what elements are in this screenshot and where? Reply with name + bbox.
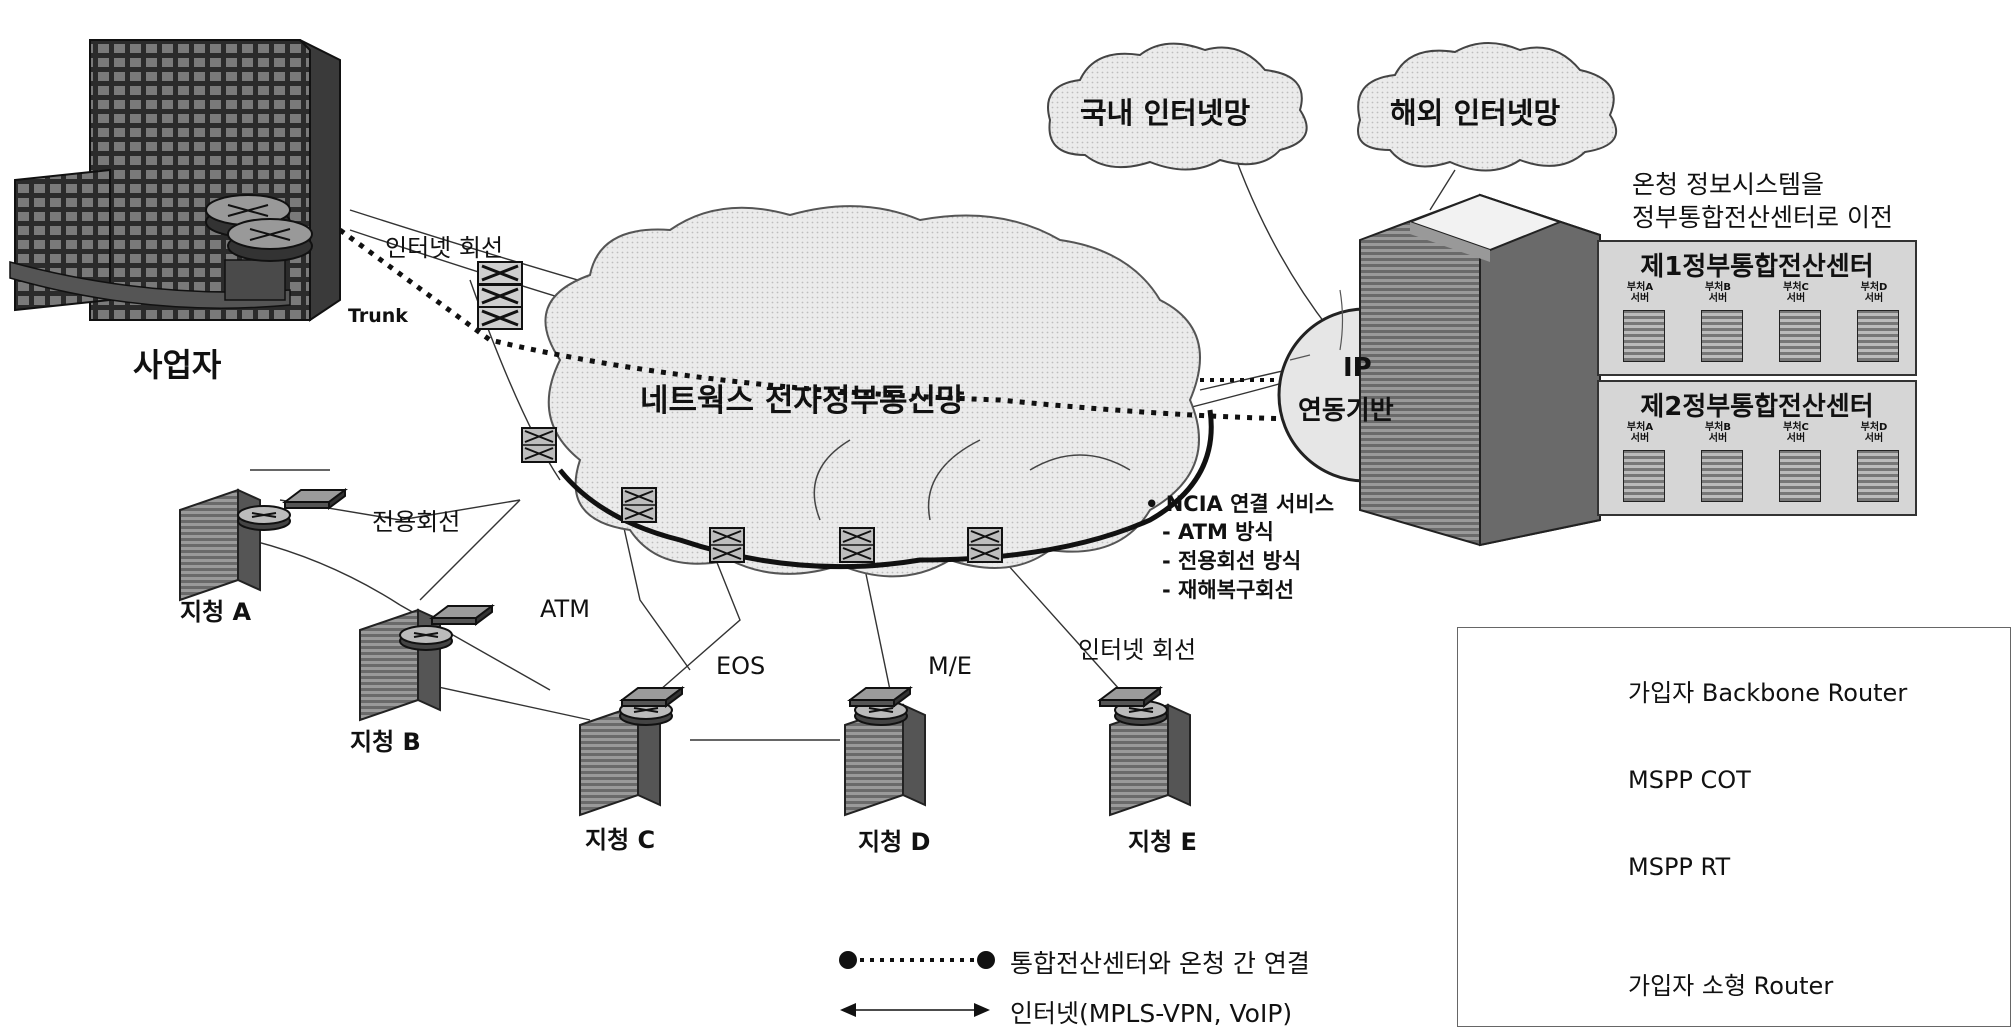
branch-building-c xyxy=(579,687,683,816)
legend-backbone-router-label: 가입자 Backbone Router xyxy=(1628,679,1908,707)
ncia-service-item: - ATM 방식 xyxy=(1162,520,1274,544)
branch-building-d xyxy=(844,687,926,816)
dotted-line-legend-icon xyxy=(839,951,995,969)
mspp-rt-icon xyxy=(967,527,1003,563)
atm-label: ATM xyxy=(540,595,590,623)
server-dept-label: 부처A xyxy=(1626,282,1654,293)
branch-a-label: 지청 A xyxy=(180,598,252,626)
server-label: 서버 xyxy=(1630,293,1650,304)
ip-label: IP xyxy=(1343,353,1372,383)
provider-building xyxy=(9,39,341,322)
server-dept-label: 부처B xyxy=(1704,422,1732,433)
branch-c-label: 지청 C xyxy=(585,826,656,854)
server-label: 서버 xyxy=(1708,433,1728,444)
trunk-label: Trunk xyxy=(348,305,408,327)
legend-small-router-label: 가입자 소형 Router xyxy=(1628,972,1834,1000)
datacenter-2-title: 제2정부통합전산센터 xyxy=(1640,392,1874,422)
mspp-rt-icon xyxy=(521,427,557,463)
device-legend: 가입자 Backbone Router MSPP COT MSPP RT 가입자… xyxy=(1457,627,2011,1027)
server-dept-label: 부처C xyxy=(1783,422,1809,433)
ncia-service-item: - 재해복구회선 xyxy=(1162,578,1294,602)
internet-line-label-bottom: 인터넷 회선 xyxy=(1078,636,1197,664)
migration-note-line2: 정부통합전산센터로 이전 xyxy=(1632,203,1893,232)
me-label: M/E xyxy=(928,652,972,680)
government-network-cloud xyxy=(544,205,1214,578)
mspp-cot-icon xyxy=(476,283,524,331)
server-label: 서버 xyxy=(1630,433,1650,444)
server-dept-label: 부처D xyxy=(1860,422,1888,433)
arrow-line-legend-icon xyxy=(840,1003,990,1017)
ncia-service-title: • NCIA 연결 서비스 xyxy=(1145,492,1335,516)
ip-interconnect-label: 연동기반 xyxy=(1298,396,1394,426)
arrow-line-legend-label: 인터넷(MPLS-VPN, VoIP) xyxy=(1010,999,1293,1028)
network-cloud-label: 네트웍스 전자정부통신망 xyxy=(640,383,965,419)
branch-building-b xyxy=(359,605,493,721)
branch-d-label: 지청 D xyxy=(858,828,931,856)
mspp-rt-icon xyxy=(709,527,745,563)
internet-line-label: 인터넷 회선 xyxy=(385,234,504,262)
datacenter-1-title: 제1정부통합전산센터 xyxy=(1640,252,1874,282)
server-label: 서버 xyxy=(1864,293,1884,304)
server-dept-label: 부처B xyxy=(1704,282,1732,293)
dotted-line-legend-label: 통합전산센터와 온청 간 연결 xyxy=(1010,949,1310,978)
center-link-dotted-line xyxy=(338,227,1371,423)
overseas-internet-cloud xyxy=(1357,41,1618,172)
eos-label: EOS xyxy=(716,652,766,680)
ncia-service-item: - 전용회선 방식 xyxy=(1162,549,1302,573)
data-center-building xyxy=(1359,193,1601,547)
legend-mspp-rt-label: MSPP RT xyxy=(1628,853,1731,881)
provider-label: 사업자 xyxy=(133,346,222,384)
mspp-rt-icon xyxy=(621,487,657,523)
server-dept-label: 부처A xyxy=(1626,422,1654,433)
server-dept-label: 부처D xyxy=(1860,282,1888,293)
dedicated-line-label: 전용회선 xyxy=(372,508,461,536)
overseas-internet-label: 해외 인터넷망 xyxy=(1390,96,1561,130)
mspp-rt-icon xyxy=(839,527,875,563)
branch-b-label: 지청 B xyxy=(350,728,421,756)
server-dept-label: 부처C xyxy=(1783,282,1809,293)
migration-note-line1: 온청 정보시스템을 xyxy=(1632,170,1824,199)
branch-e-label: 지청 E xyxy=(1128,828,1197,856)
branch-building-a xyxy=(179,489,346,601)
domestic-internet-label: 국내 인터넷망 xyxy=(1080,96,1251,130)
server-label: 서버 xyxy=(1708,293,1728,304)
server-label: 서버 xyxy=(1786,293,1806,304)
legend-mspp-cot-label: MSPP COT xyxy=(1628,766,1751,794)
server-label: 서버 xyxy=(1864,433,1884,444)
server-label: 서버 xyxy=(1786,433,1806,444)
domestic-internet-cloud xyxy=(1047,42,1308,171)
branch-building-e xyxy=(1099,687,1191,816)
